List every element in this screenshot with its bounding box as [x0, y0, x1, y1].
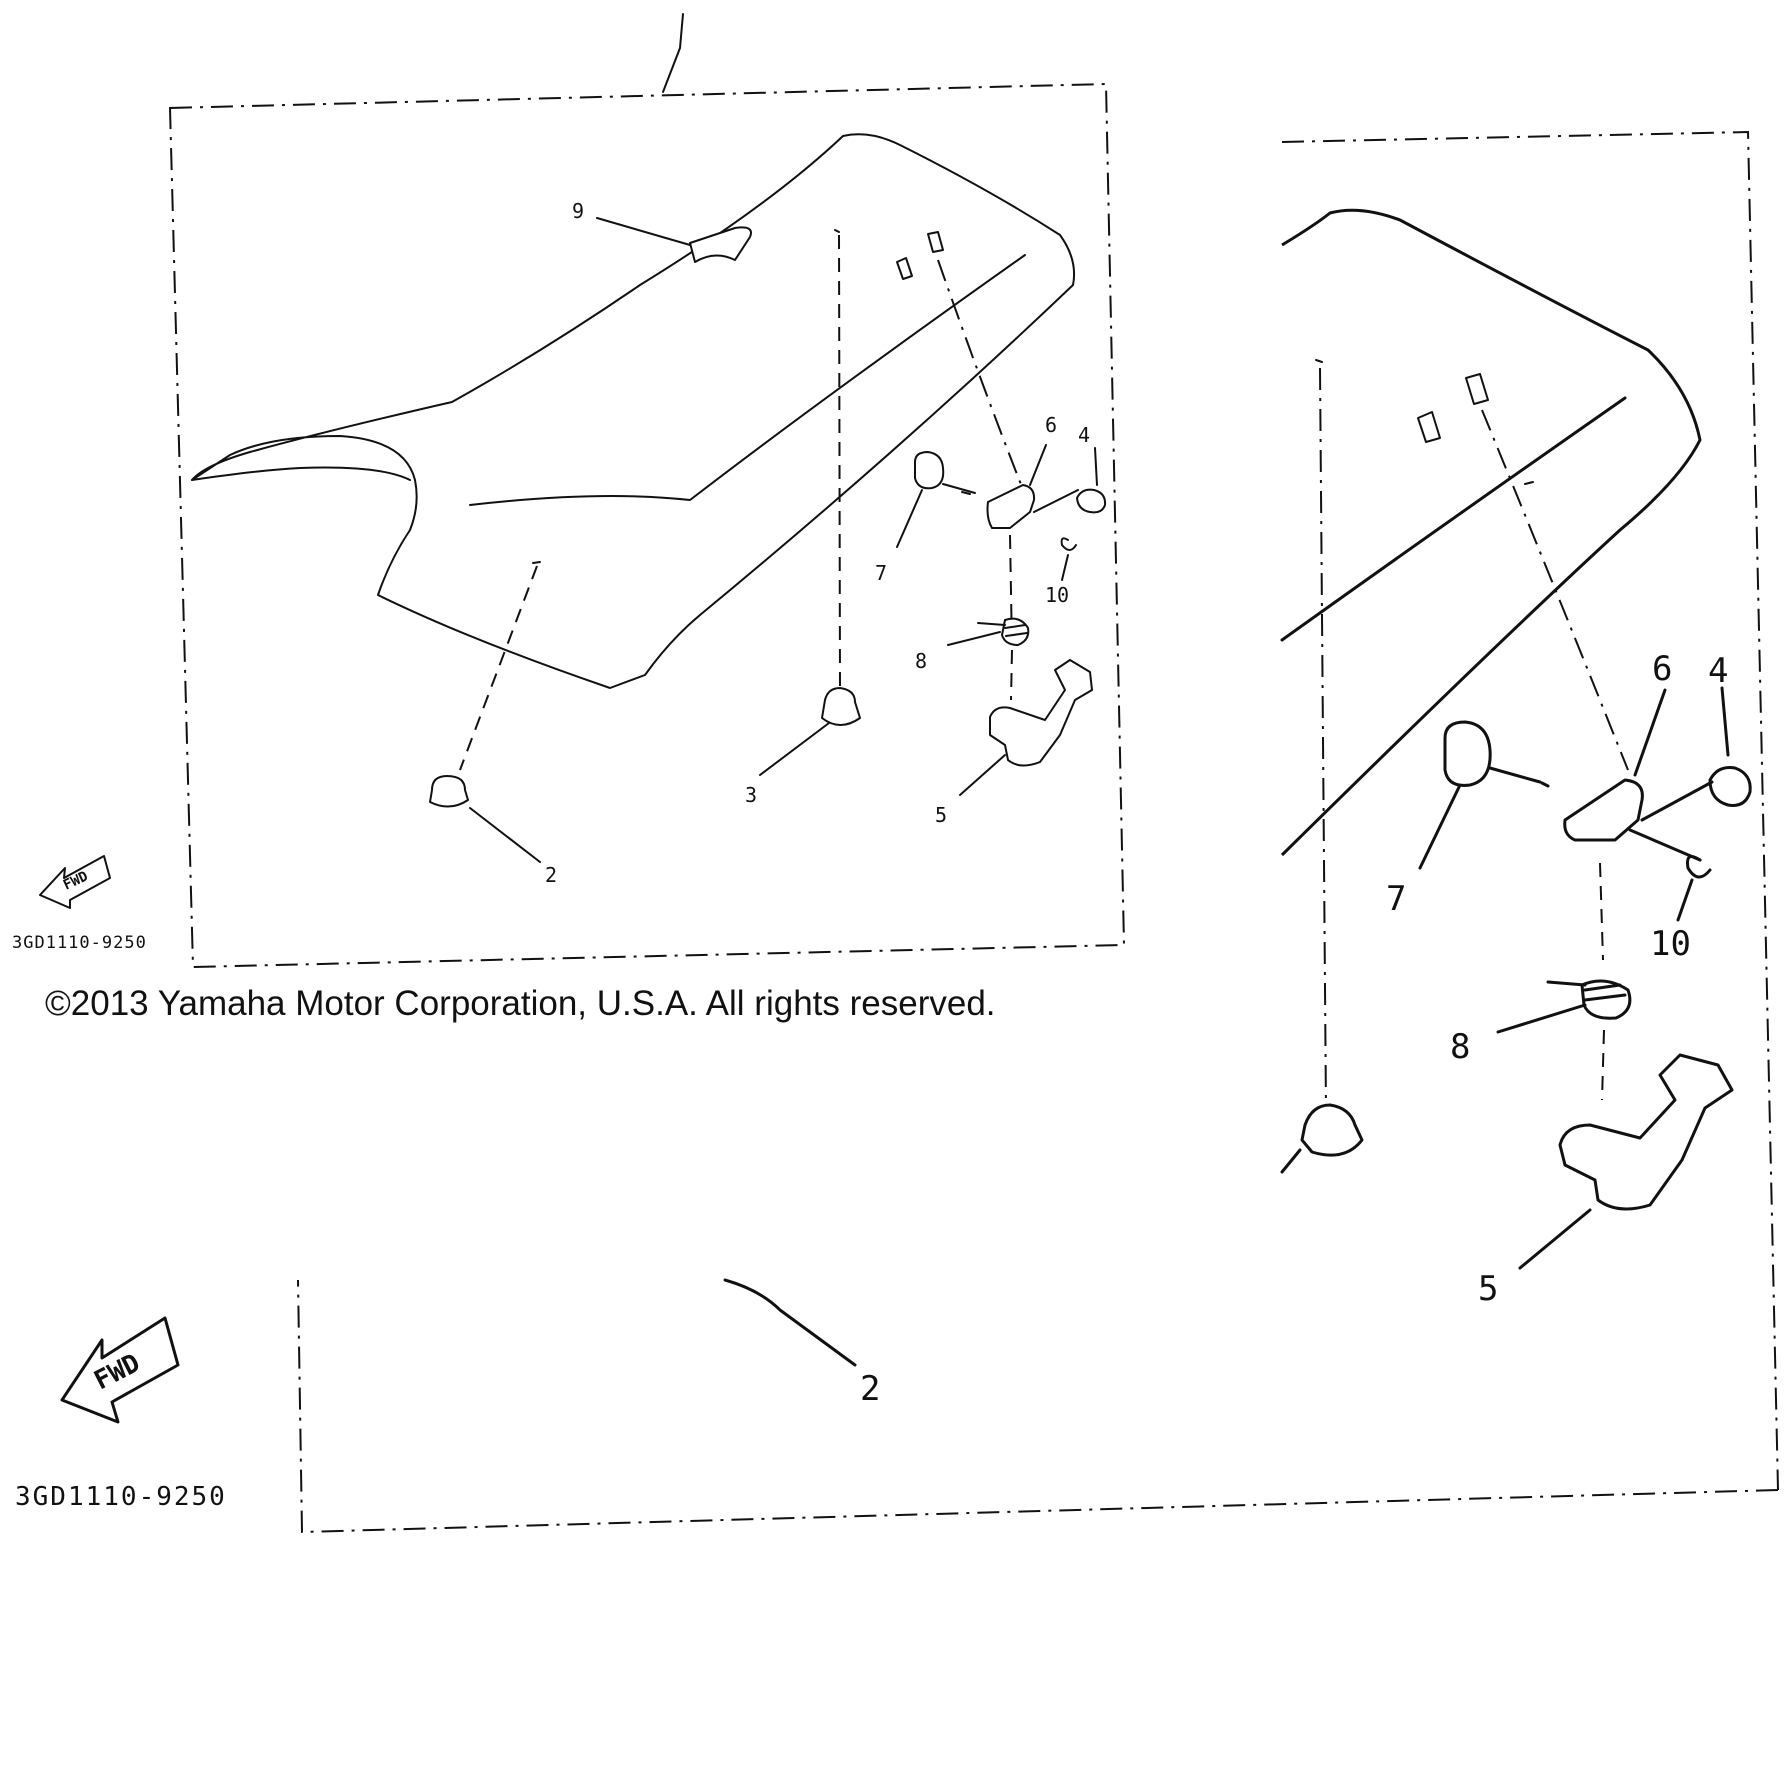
detail-leader-dash-8: [1599, 862, 1604, 961]
detail-mark-a: [1315, 359, 1323, 363]
part-4-grommet: [1076, 488, 1107, 514]
leader-dash-3: [838, 234, 841, 691]
detail-mark-b: [1417, 411, 1441, 443]
callout-line-8: [947, 631, 1001, 646]
detail-part-5-lever: [1558, 1053, 1734, 1211]
seat-detail-seam: [1280, 396, 1627, 642]
callout-5: 5: [935, 803, 947, 827]
seat-overview: [191, 133, 1076, 689]
mark-d: [532, 561, 541, 564]
part-7-pin: [914, 451, 945, 490]
detail-grommet-leader: [1280, 1148, 1302, 1174]
mark-c: [927, 231, 944, 253]
detail-callout-10: 10: [1650, 924, 1691, 964]
detail-callout-line-10: [1676, 878, 1694, 922]
detail-callout-line-6: [1633, 688, 1667, 777]
callout-line-6: [1029, 444, 1047, 486]
part-10-clip: [1060, 537, 1077, 551]
part-4-link: [1033, 489, 1079, 513]
detail-mark-d: [1524, 481, 1534, 485]
callout-7: 7: [875, 561, 887, 585]
mark-b: [896, 257, 913, 280]
leader-dash-5: [1010, 649, 1013, 701]
part-3-grommet: [821, 687, 861, 726]
callout-line-4: [1094, 447, 1098, 486]
detail-drawing: 2 4 5 6 7 8 10 FWD 3GD1110-9250: [15, 130, 1779, 1534]
top-leader-line: [662, 13, 684, 93]
detail-border-bottom: [297, 1279, 1779, 1534]
fwd-arrow-large: FWD: [60, 1316, 180, 1424]
detail-callout-7: 7: [1386, 879, 1406, 919]
drawing-code-small: 3GD1110-9250: [12, 933, 147, 953]
callout-4: 4: [1078, 423, 1090, 447]
seat-outline: [191, 133, 1076, 689]
part-5-lever: [989, 659, 1093, 767]
fwd-arrow-icon: [39, 855, 111, 909]
detail-part-7-pin: [1443, 720, 1492, 787]
overview-drawing: 2 3 4 5 6 7 8 9 10 FWD 3GD1110-9250: [12, 13, 1126, 969]
detail-part-8-spring: [1580, 979, 1632, 1020]
copyright-notice: ©2013 Yamaha Motor Corporation, U.S.A. A…: [45, 984, 996, 1023]
detail-grommet: [1300, 1103, 1364, 1157]
detail-callout-8: 8: [1450, 1027, 1470, 1067]
leader-dash-7: [961, 491, 971, 495]
mark-a: [834, 229, 840, 233]
leader-dash-2: [459, 565, 538, 771]
detail-part-4-link: [1640, 780, 1714, 822]
detail-part-4-grommet: [1708, 766, 1752, 807]
detail-part-7-shaft: [1488, 766, 1542, 784]
detail-leader-dash-7: [1540, 781, 1550, 788]
callout-line-3: [759, 722, 830, 776]
seat-seam-line: [469, 254, 1026, 506]
part-7-shaft: [942, 483, 976, 494]
callout-8: 8: [915, 649, 927, 673]
callout-2: 2: [545, 863, 557, 887]
detail-part-8-coils: [1546, 980, 1627, 1002]
detail-callout-line-2: [723, 1278, 857, 1367]
callout-line-7: [896, 489, 923, 548]
fwd-arrow-small: FWD: [39, 855, 111, 909]
detail-part-10-link: [1628, 828, 1702, 862]
seat-detail-outline: [1280, 208, 1702, 857]
detail-callout-line-4: [1720, 686, 1730, 757]
detail-leader-dash-5: [1601, 1029, 1605, 1101]
leader-dash-6: [937, 259, 1023, 488]
detail-mark-c: [1465, 373, 1489, 405]
detail-leader-dash-grommet: [1319, 367, 1327, 1111]
detail-part-6-bracket: [1563, 778, 1644, 842]
part-2-grommet: [429, 775, 469, 808]
seat-rim-line: [191, 466, 411, 481]
part-8-spring: [1001, 617, 1030, 646]
drawing-code-large: 3GD1110-9250: [15, 1482, 227, 1512]
callout-6: 6: [1045, 413, 1057, 437]
part-9-strap: [689, 226, 752, 263]
detail-border-right: [1281, 130, 1779, 1491]
detail-callout-6: 6: [1652, 649, 1672, 689]
callout-line-9: [596, 217, 691, 246]
detail-callout-5: 5: [1478, 1269, 1498, 1309]
overview-border: [168, 82, 1126, 969]
callout-line-2: [469, 807, 541, 863]
callout-9: 9: [572, 199, 584, 223]
detail-callout-2: 2: [860, 1369, 880, 1409]
detail-callout-line-7: [1418, 783, 1462, 870]
detail-callout-4: 4: [1708, 651, 1728, 691]
callout-3: 3: [745, 783, 757, 807]
callout-10: 10: [1045, 583, 1069, 607]
detail-callout-line-5: [1518, 1208, 1592, 1270]
part-6-bracket: [986, 484, 1036, 529]
detail-callout-line-8: [1496, 1003, 1587, 1034]
part-8-coils: [977, 622, 1028, 637]
callout-line-10: [1061, 554, 1069, 581]
detail-leader-dash-6: [1481, 409, 1629, 771]
callout-line-5: [959, 754, 1006, 796]
fwd-arrow-large-icon: [60, 1316, 180, 1424]
